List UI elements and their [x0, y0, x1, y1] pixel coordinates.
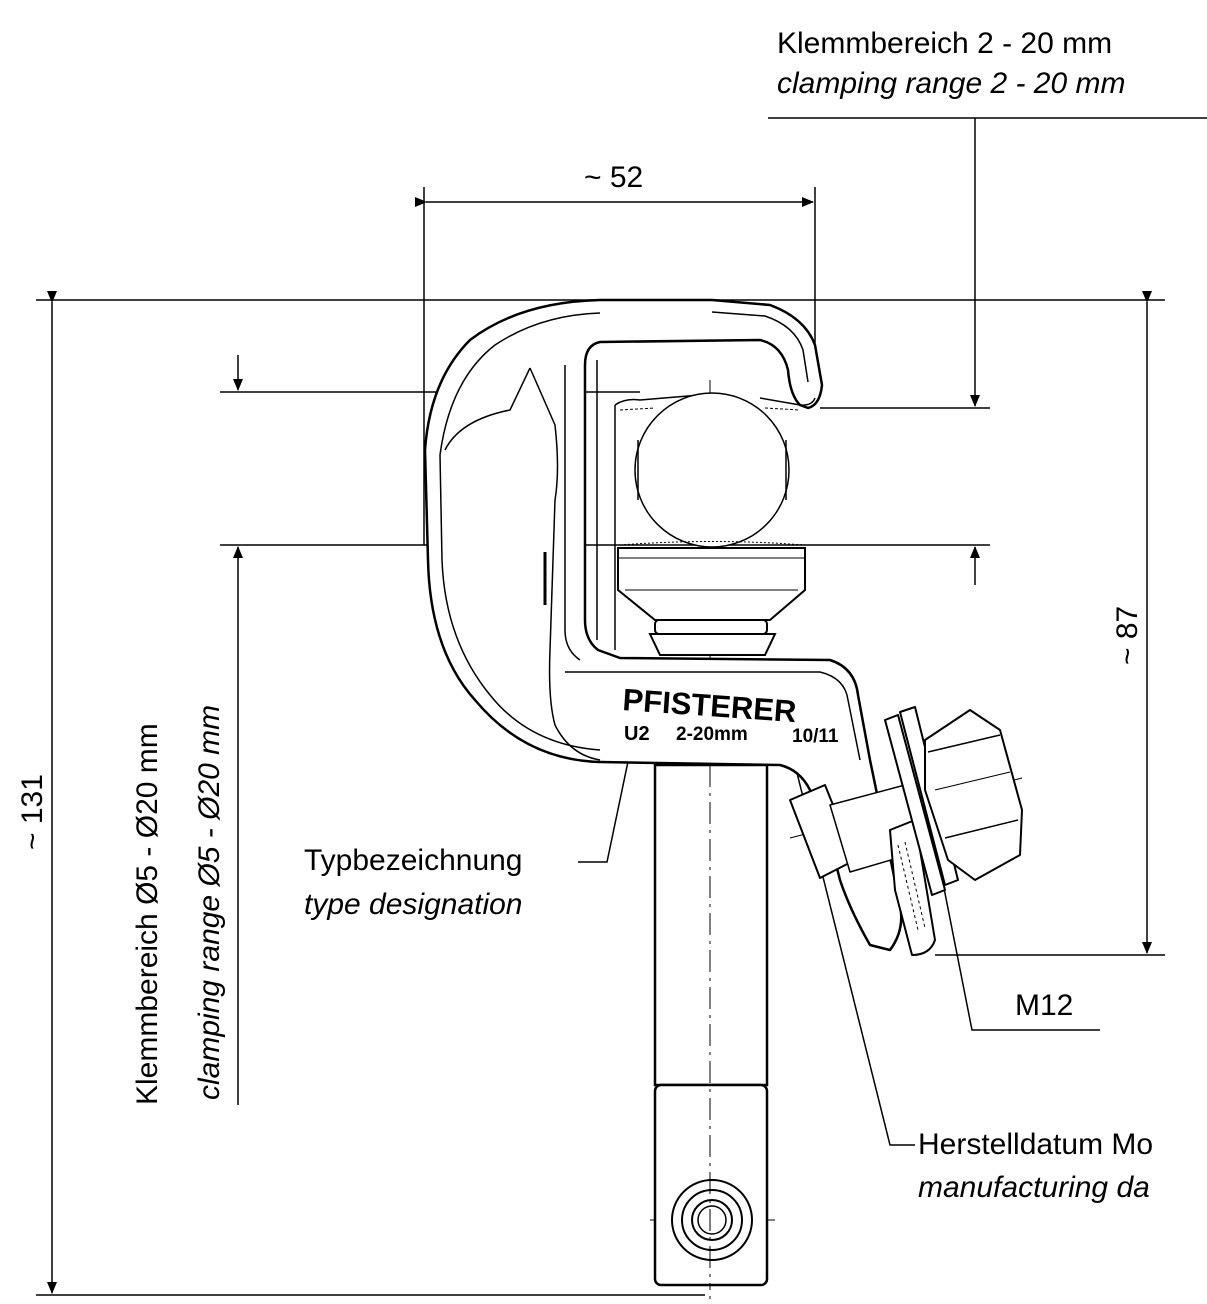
thread-label: M12	[1015, 989, 1074, 1022]
dim-label-131: ~ 131	[16, 774, 49, 850]
bolt-assembly	[789, 706, 1023, 956]
date-label-de: Herstelldatum Mo	[918, 1128, 1154, 1161]
dim-label-87: ~ 87	[1111, 605, 1144, 665]
pressure-cone	[617, 541, 806, 656]
dim-label-52: ~ 52	[584, 161, 644, 194]
stamp-range: 2-20mm	[676, 724, 748, 745]
type-label-en: type designation	[304, 888, 523, 921]
leader-m12	[939, 867, 1100, 1031]
clamp-range-side-en: clamping range Ø5 - Ø20 mm	[193, 704, 226, 1100]
leader-type	[578, 751, 631, 863]
clamp-range-top-de: Klemmbereich 2 - 20 mm	[777, 27, 1113, 60]
clamp-range-top-en: clamping range 2 - 20 mm	[777, 67, 1126, 100]
clamp-range-side-de: Klemmbereich Ø5 - Ø20 mm	[131, 723, 164, 1105]
date-label-en: manufacturing da	[918, 1171, 1150, 1204]
type-label-de: Typbezeichnung	[304, 844, 523, 877]
clamp-body	[423, 298, 903, 952]
stamp-model: U2	[624, 723, 650, 745]
conductor-circle	[634, 392, 790, 548]
leader-date	[789, 744, 915, 1146]
stamp-date: 10/11	[792, 726, 839, 747]
stem	[653, 763, 769, 1287]
